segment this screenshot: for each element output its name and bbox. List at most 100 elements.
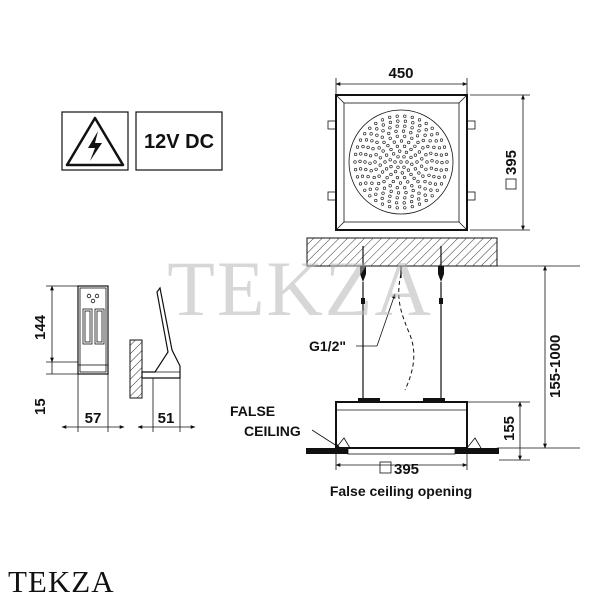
nozzle-dot [426, 144, 430, 149]
nozzle-dot [396, 165, 400, 169]
nozzle-dot [417, 150, 422, 154]
nozzle-dot [403, 196, 407, 200]
nozzle-dot [360, 174, 365, 178]
nozzle-dot [369, 154, 373, 158]
nozzle-dot [402, 165, 406, 169]
nozzle-dot [361, 145, 365, 149]
nozzle-dot [424, 167, 428, 171]
nozzle-dot [393, 160, 397, 164]
nozzle-dot [409, 147, 413, 152]
nozzle-dot [387, 131, 391, 136]
nozzle-dot [382, 140, 386, 144]
nozzle-dot [428, 139, 432, 143]
nozzle-dot [354, 168, 358, 172]
nozzle-dot [435, 188, 439, 192]
nozzle-dot [370, 139, 374, 143]
ceiling-anchor-left [360, 246, 366, 400]
nozzle-dot [417, 202, 422, 206]
nozzle-dot [364, 181, 368, 185]
watermark: TEKZA [167, 245, 433, 332]
nozzle-dot [429, 166, 434, 170]
nozzle-dot [403, 206, 407, 210]
remote-base-label: 15 [32, 398, 49, 415]
nozzle-dot [411, 188, 415, 193]
nozzle-dot [423, 187, 427, 191]
nozzle-dot [396, 191, 401, 195]
nozzle-dot [378, 156, 383, 160]
nozzle-dot [429, 151, 433, 155]
nozzle-dot [395, 176, 400, 180]
nozzle-dot [399, 160, 403, 164]
nozzle-dot [392, 152, 396, 156]
nozzle-dot [395, 114, 399, 118]
nozzle-dot [416, 140, 420, 144]
nozzle-dot [378, 163, 382, 167]
nozzle-dot [410, 200, 414, 204]
nozzle-dot [421, 174, 425, 178]
nozzle-dot [403, 134, 407, 138]
nozzle-dot [385, 153, 389, 157]
nozzle-dot [424, 128, 428, 132]
nozzle-dot [385, 167, 389, 171]
nozzle-dot [406, 180, 410, 184]
nozzle-dot [374, 198, 378, 203]
nozzle-dot [411, 121, 415, 125]
nozzle-dot [423, 133, 427, 137]
nozzle-dot [413, 144, 417, 148]
nozzle-dot [388, 126, 392, 130]
nozzle-dot [388, 194, 392, 198]
nozzle-dot [439, 138, 444, 142]
nozzle-dot [373, 160, 377, 164]
nozzle-dot [425, 160, 429, 164]
nozzle-dot [430, 126, 434, 130]
nozzle-dot [388, 136, 392, 140]
nozzle-dot [381, 123, 385, 127]
body-height-label: 155 [501, 416, 518, 441]
nozzle-dot [412, 176, 416, 180]
nozzle-dot [387, 199, 391, 203]
nozzle-dot [375, 127, 379, 131]
remote-depth-label: 51 [158, 410, 175, 427]
nozzle-dot [372, 175, 376, 180]
nozzle-dot [407, 140, 411, 145]
nozzle-dot [364, 138, 369, 142]
nozzle-dot [415, 160, 419, 164]
nozzle-dot [439, 153, 444, 157]
nozzle-dot [366, 175, 370, 179]
nozzle-dot [424, 121, 428, 126]
nozzle-dot [395, 196, 399, 200]
nozzle-dot [409, 172, 413, 177]
nozzle-dot [395, 144, 400, 148]
nozzle-dot [402, 201, 406, 205]
nozzle-dot [444, 168, 449, 172]
nozzle-dot [386, 144, 390, 148]
nozzle-dot [410, 184, 414, 188]
nozzle-dot [421, 146, 425, 150]
nozzle-dot [369, 169, 373, 173]
nozzle-dot [445, 160, 449, 164]
nozzle-dot [409, 155, 413, 159]
nozzle-dot [389, 189, 393, 193]
nozzle-dot [374, 192, 378, 196]
nozzle-dot [417, 129, 421, 133]
nozzle-dot [404, 150, 409, 154]
nozzle-dot [439, 182, 444, 186]
nozzle-dot [442, 145, 447, 149]
nozzle-dot [417, 197, 421, 201]
nozzle-dot [375, 140, 379, 144]
nozzle-dot [364, 167, 368, 172]
nozzle-dot [394, 170, 398, 174]
nozzle-dot [413, 167, 418, 171]
nozzle-dot [380, 135, 384, 139]
control-side-view: 51 [129, 286, 196, 432]
nozzle-dot [396, 155, 400, 159]
nozzle-dot [396, 119, 400, 123]
nozzle-dot [388, 158, 392, 162]
top-width-label: 450 [388, 65, 413, 82]
nozzle-dot [403, 124, 407, 128]
nozzle-dot [405, 160, 409, 164]
nozzle-dot [417, 191, 421, 195]
nozzle-dot [389, 172, 393, 177]
nozzle-dot [418, 185, 422, 189]
